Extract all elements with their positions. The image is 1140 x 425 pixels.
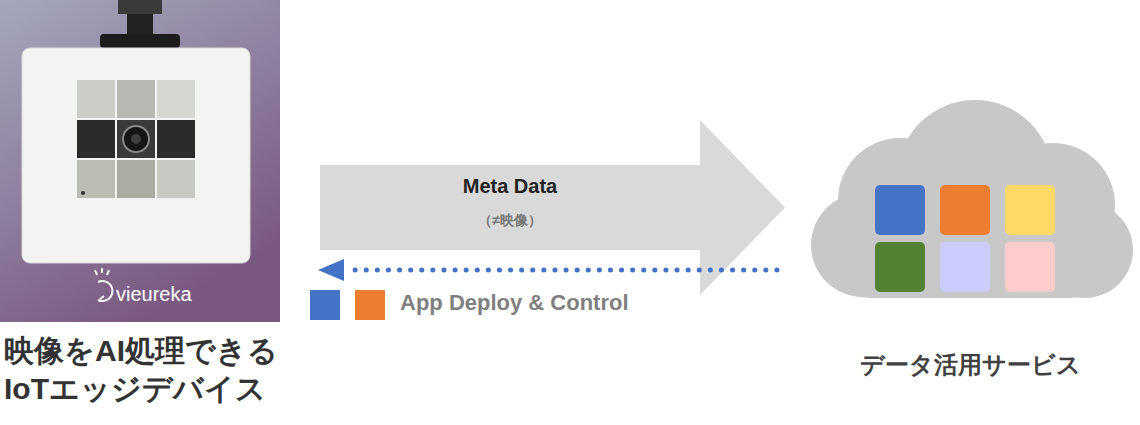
device-node: 映像をAI処理できる IoTエッジデバイス <box>0 0 280 322</box>
service-tile <box>940 242 990 292</box>
service-tile <box>875 185 925 235</box>
node-label: データ活用サービス <box>795 350 1140 380</box>
service-tile <box>1005 185 1055 235</box>
control-arrow <box>318 259 777 281</box>
service-tile <box>940 185 990 235</box>
service-tile <box>1005 242 1055 292</box>
device-photo <box>0 0 280 322</box>
brand-logo-text: vieureka <box>116 283 192 306</box>
edge-note: （≠映像） <box>478 212 542 230</box>
app-icon <box>310 290 340 320</box>
edge-label: App Deploy & Control <box>400 290 629 316</box>
cloud-shape <box>805 100 1135 300</box>
arrow-head <box>318 259 344 281</box>
node-label: 映像をAI処理できる IoTエッジデバイス <box>4 332 304 408</box>
dotted-line <box>348 268 777 273</box>
cloud-node: データ活用サービス <box>805 100 1135 300</box>
service-tile <box>875 242 925 292</box>
edge-label: Meta Data <box>463 175 557 198</box>
data-flow-arrow <box>320 120 785 295</box>
app-icon <box>355 290 385 320</box>
